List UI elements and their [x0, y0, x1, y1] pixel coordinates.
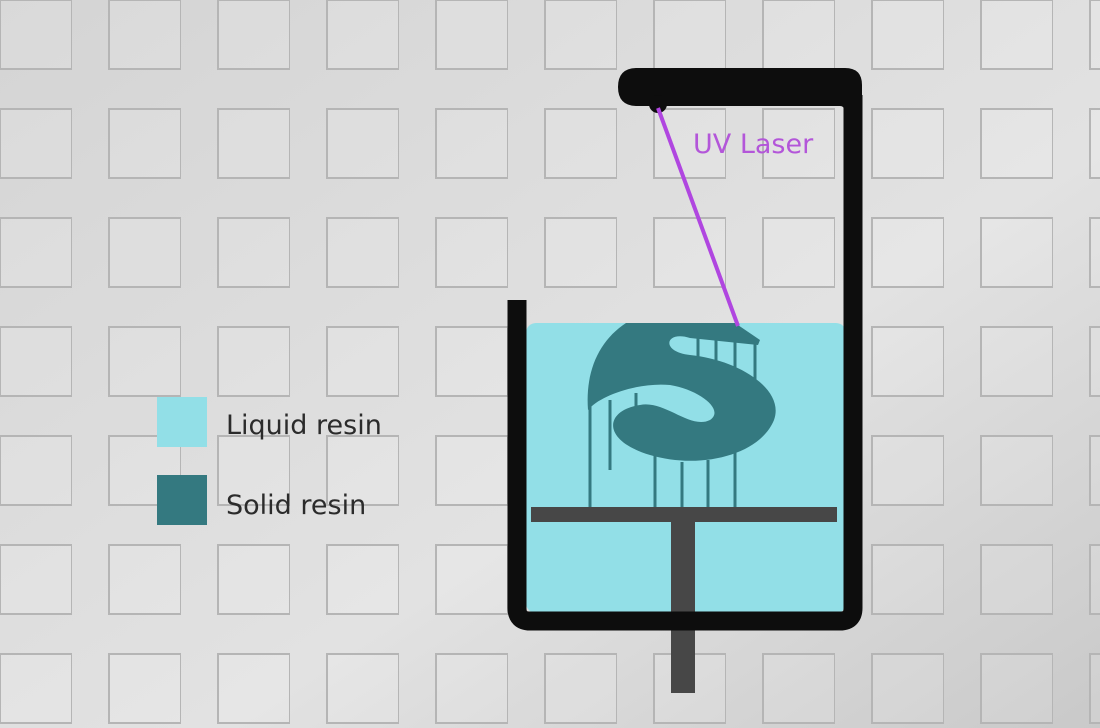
uv-laser-label: UV Laser [693, 129, 814, 160]
legend-swatch-liquid [157, 397, 207, 447]
solid-resin-object [587, 323, 776, 510]
legend-label-solid: Solid resin [226, 490, 366, 521]
build-platform [531, 507, 837, 522]
platform-stem [671, 522, 695, 693]
legend-swatch-solid [157, 475, 207, 525]
uv-laser-beam [656, 107, 740, 327]
laser-emitter [649, 95, 667, 113]
laser-arm [618, 68, 862, 330]
legend-label-liquid: Liquid resin [226, 410, 382, 441]
resin-vat [507, 95, 863, 631]
